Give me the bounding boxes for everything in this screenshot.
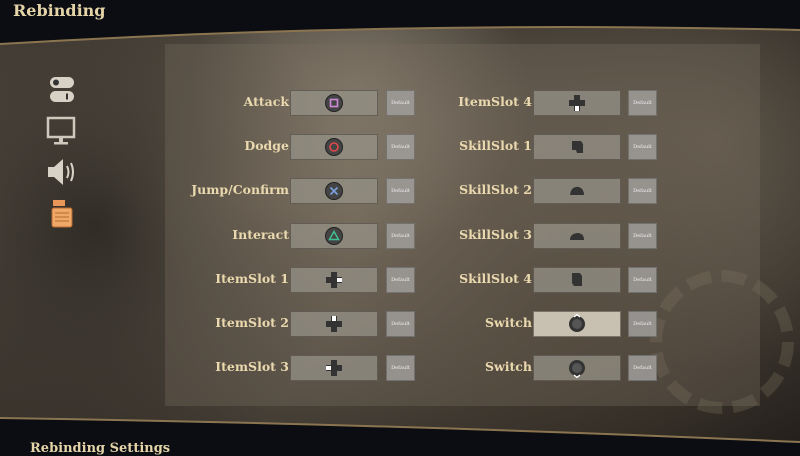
speaker-icon: [48, 159, 74, 185]
action-name: Switch: [484, 359, 532, 375]
default-button[interactable]: Default: [628, 222, 657, 249]
binding-button-skillslot-3[interactable]: [533, 222, 621, 249]
default-button[interactable]: Default: [628, 178, 657, 205]
dpad-up-button-icon: [326, 316, 342, 332]
binding-label: Switch: [372, 355, 532, 381]
binding-button-skillslot-2[interactable]: [533, 178, 621, 205]
action-name: Dodge: [244, 138, 289, 154]
l2-button-icon: [570, 232, 584, 240]
default-button[interactable]: Default: [628, 90, 657, 116]
default-button[interactable]: Default: [386, 355, 415, 382]
binding-label: ItemSlot 1: [129, 267, 289, 293]
default-button[interactable]: Default: [386, 178, 415, 205]
l1-button-icon: [572, 272, 582, 286]
binding-button-itemslot-3[interactable]: [290, 355, 378, 382]
binding-label: SkillSlot 3: [372, 223, 532, 249]
action-name: ItemSlot 4: [458, 94, 532, 109]
binding-label: Jump/Confirm: [129, 178, 289, 204]
default-button[interactable]: Default: [628, 355, 657, 382]
dpad-down-button-icon: [569, 95, 585, 111]
stick-up-button-icon: [569, 314, 585, 332]
square-button-icon: [325, 94, 343, 112]
binding-label: Dodge: [129, 134, 289, 160]
cross-button-icon: [325, 182, 343, 201]
action-name: Attack: [243, 94, 289, 109]
binding-button-interact[interactable]: [290, 222, 378, 249]
binding-label: ItemSlot 3: [129, 355, 289, 381]
sidebar-item-toggles[interactable]: [44, 74, 80, 106]
default-button[interactable]: Default: [628, 134, 657, 161]
action-name: ItemSlot 2: [215, 315, 289, 330]
header-band: [0, 0, 800, 44]
binding-button-itemslot-2[interactable]: [290, 311, 378, 337]
sidebar-item-audio[interactable]: [44, 156, 80, 188]
dpad-right-button-icon: [326, 271, 342, 288]
stick-down-button-icon: [569, 360, 585, 379]
action-name: SkillSlot 2: [459, 182, 532, 198]
binding-label: Switch: [372, 311, 532, 337]
footer-band: [0, 418, 800, 450]
binding-button-itemslot-1[interactable]: [290, 266, 378, 293]
action-name: Interact: [232, 226, 289, 242]
default-button[interactable]: Default: [386, 90, 415, 116]
action-name: Switch: [484, 315, 532, 330]
default-button[interactable]: Default: [628, 266, 657, 293]
binding-button-switch[interactable]: [533, 355, 621, 382]
action-name: ItemSlot 3: [215, 359, 289, 375]
binding-button-dodge[interactable]: [290, 134, 378, 161]
r2-button-icon: [570, 187, 584, 196]
binding-label: SkillSlot 2: [372, 178, 532, 204]
binding-label: SkillSlot 1: [372, 134, 532, 160]
triangle-button-icon: [325, 226, 343, 245]
action-name: SkillSlot 4: [459, 270, 532, 286]
binding-button-attack[interactable]: [290, 90, 378, 116]
action-name: SkillSlot 3: [459, 226, 532, 242]
toggle-icon: [50, 77, 74, 102]
sidebar-item-rebinding[interactable]: [44, 198, 80, 230]
monitor-icon: [46, 116, 76, 145]
default-button[interactable]: Default: [386, 266, 415, 293]
binding-label: ItemSlot 2: [129, 311, 289, 337]
binding-button-switch[interactable]: [533, 311, 621, 337]
action-name: Jump/Confirm: [191, 182, 289, 198]
page-title: Rebinding: [13, 1, 106, 20]
binding-label: ItemSlot 4: [372, 90, 532, 116]
keybinding-icon: [51, 200, 73, 228]
action-name: ItemSlot 1: [215, 270, 289, 286]
binding-button-itemslot-4[interactable]: [533, 90, 621, 116]
header-edge: [0, 26, 800, 45]
binding-label: Interact: [129, 223, 289, 249]
r1-button-icon: [572, 141, 583, 154]
dpad-left-button-icon: [326, 360, 342, 377]
action-name: SkillSlot 1: [459, 138, 532, 154]
default-button[interactable]: Default: [386, 311, 415, 337]
binding-button-skillslot-4[interactable]: [533, 266, 621, 293]
default-button[interactable]: Default: [386, 222, 415, 249]
default-button[interactable]: Default: [386, 134, 415, 161]
circle-button-icon: [325, 138, 343, 157]
binding-button-skillslot-1[interactable]: [533, 134, 621, 161]
sidebar-item-display[interactable]: [44, 116, 80, 148]
default-button[interactable]: Default: [628, 311, 657, 337]
binding-label: SkillSlot 4: [372, 267, 532, 293]
footer-edge: [0, 417, 800, 443]
binding-button-jump-confirm[interactable]: [290, 178, 378, 205]
bindings-panel: [165, 44, 760, 406]
binding-label: Attack: [129, 90, 289, 116]
footer-subtitle: Rebinding Settings: [30, 441, 171, 456]
